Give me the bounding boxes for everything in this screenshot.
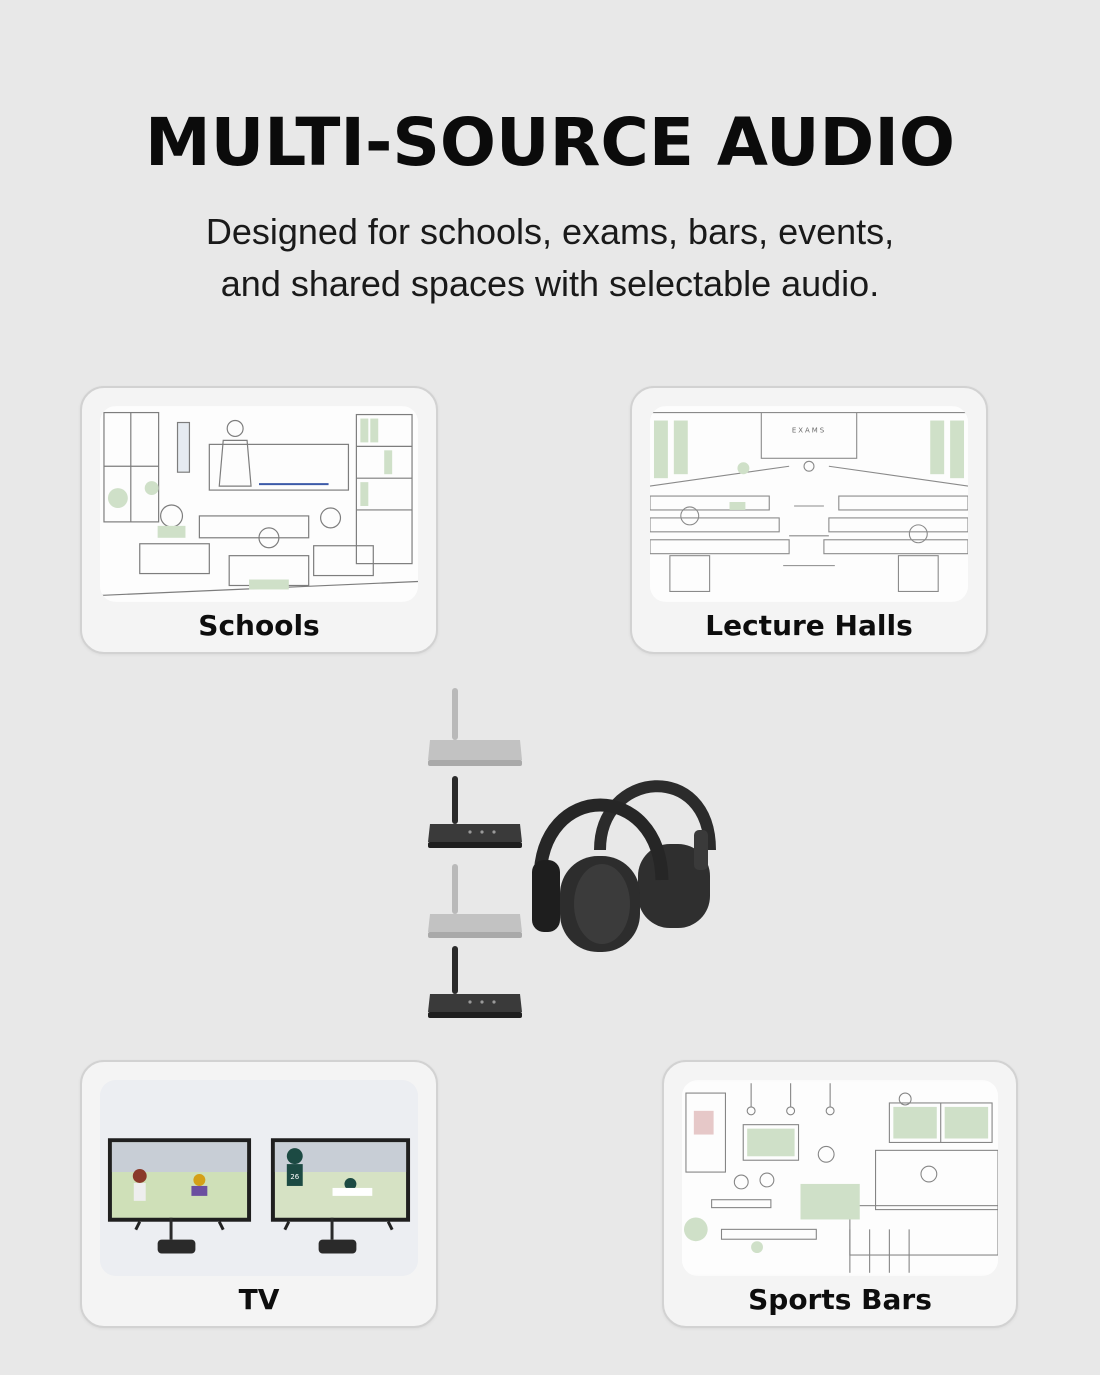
transmitters-and-headphones <box>428 688 716 1018</box>
exams-screen-text: EXAMS <box>792 426 826 434</box>
scene-card-tv: 26 TV <box>80 1060 438 1328</box>
scene-card-schools: Schools <box>80 386 438 654</box>
transmitter-faded-icon <box>428 864 522 938</box>
subtitle-line-1: Designed for schools, exams, bars, event… <box>205 211 895 252</box>
jersey-number: 26 <box>290 1173 299 1181</box>
transmitter-icon <box>428 946 522 1018</box>
scene-card-sports-bars: Sports Bars <box>662 1060 1018 1328</box>
sports-bar-sketch <box>682 1081 998 1275</box>
sports-bars-illustration <box>682 1080 998 1276</box>
scene-label-lecture-halls: Lecture Halls <box>705 609 913 642</box>
headphones-icon <box>532 798 669 952</box>
schools-illustration <box>100 406 418 602</box>
lecture-hall-sketch: EXAMS <box>650 406 968 602</box>
scene-card-lecture-halls: EXAMS Lecture Halls <box>630 386 988 654</box>
scene-label-tv: TV <box>238 1283 280 1316</box>
tv-illustration: 26 <box>100 1080 418 1276</box>
devices-group <box>410 680 730 1030</box>
subtitle-line-2: and shared spaces with selectable audio. <box>220 263 880 304</box>
transmitter-icon <box>428 776 522 848</box>
scene-label-sports-bars: Sports Bars <box>748 1283 932 1316</box>
scene-label-schools: Schools <box>198 609 320 642</box>
page-subtitle: Designed for schools, exams, bars, event… <box>0 206 1100 310</box>
transmitter-faded-icon <box>428 688 522 766</box>
page-title: MULTI-SOURCE AUDIO <box>144 104 955 181</box>
tv-scene: 26 <box>100 1080 418 1276</box>
classroom-sketch <box>100 406 418 602</box>
lecture-halls-illustration: EXAMS <box>650 406 968 602</box>
